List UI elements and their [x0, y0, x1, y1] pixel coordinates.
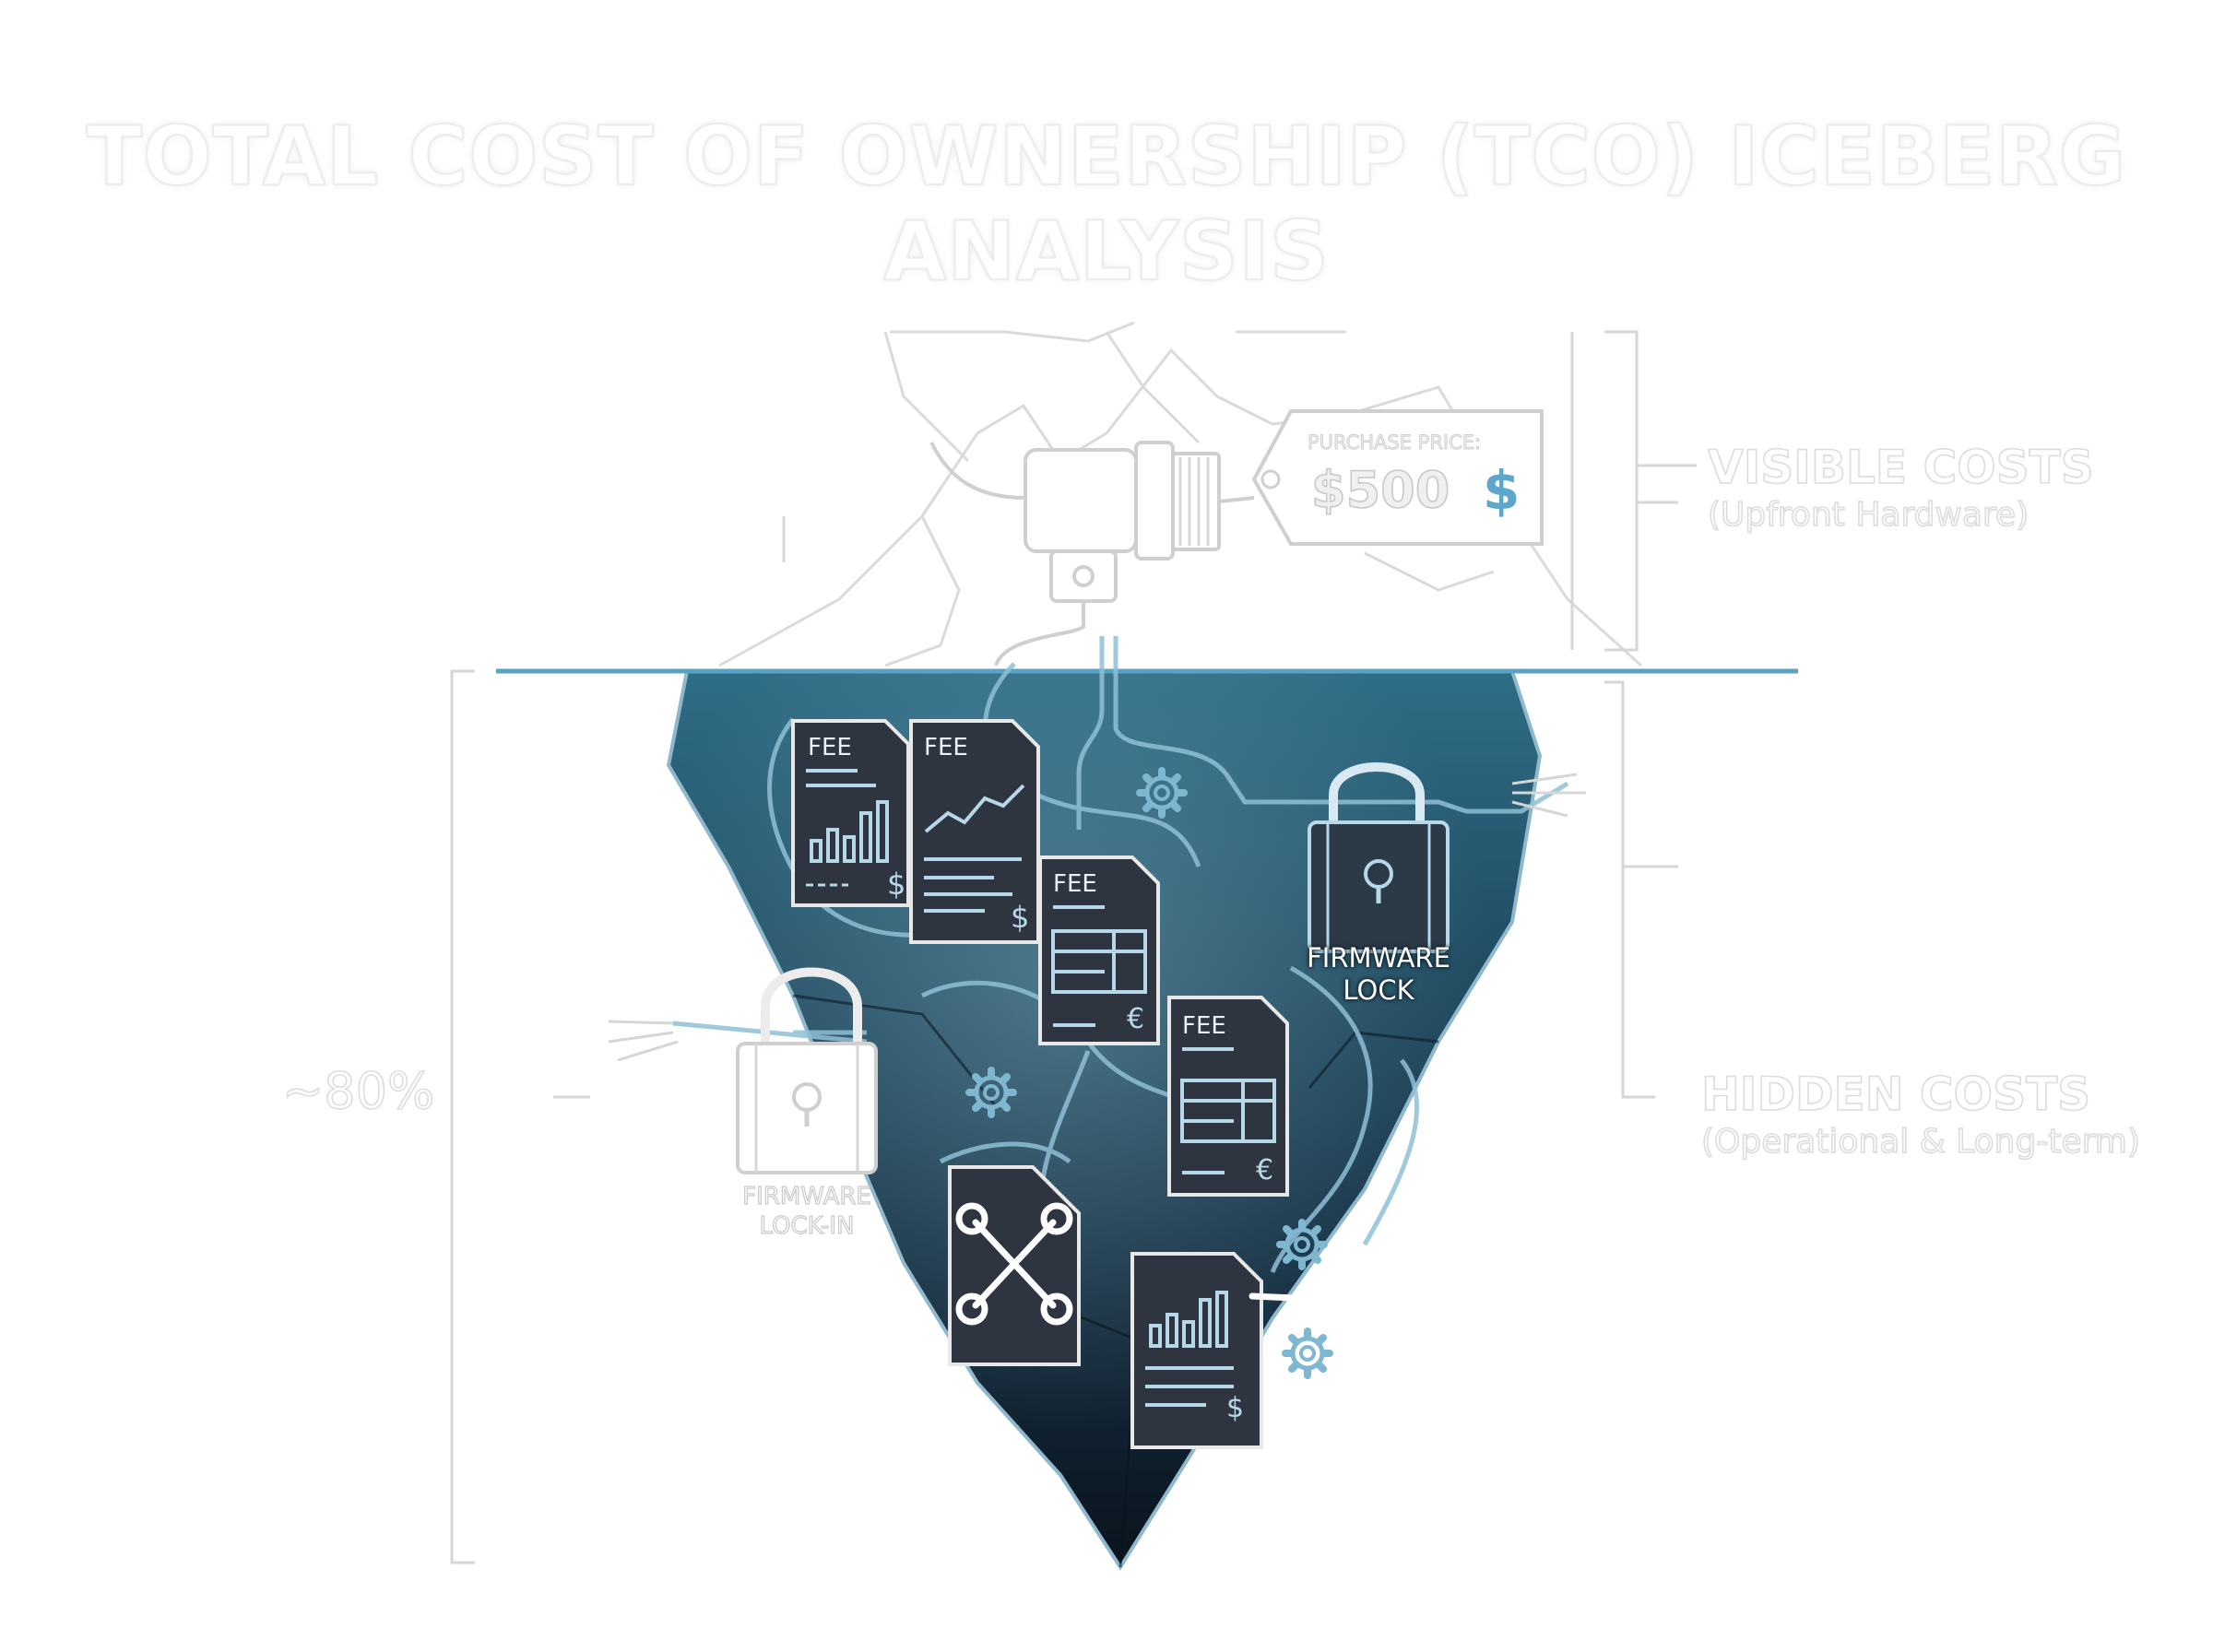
fee-document — [909, 719, 1040, 944]
cable-ends — [608, 773, 1586, 1062]
visible-costs-subheading: (Upfront Hardware) — [1707, 495, 2030, 535]
visible-costs-heading: VISIBLE COSTS — [1707, 440, 2094, 495]
device-illustration — [929, 441, 1255, 667]
document-label: FEE — [808, 734, 852, 761]
wrench-icon — [955, 1202, 1073, 1326]
document-label: FEE — [1053, 870, 1097, 898]
share-bracket — [450, 669, 590, 1564]
firmware-lock-in-caption: FIRMWARE LOCK-IN — [742, 1182, 872, 1240]
currency-icon: € — [1256, 1154, 1274, 1186]
gear-icon — [1285, 1331, 1330, 1375]
wrench-icon — [1249, 1283, 1363, 1316]
firmware-lock-caption: FIRMWARE LOCK — [1307, 942, 1450, 1006]
maintenance-document — [948, 1165, 1081, 1366]
document-label: FEE — [924, 734, 968, 761]
currency-icon: $ — [1226, 1392, 1245, 1424]
hidden-costs-heading: HIDDEN COSTS — [1700, 1067, 2091, 1122]
currency-icon: € — [1127, 1003, 1145, 1035]
visible-costs-bracket — [1570, 330, 1697, 652]
price-tag — [1251, 409, 1544, 546]
dollar-icon: $ — [1483, 459, 1521, 522]
price-tag-label: PURCHASE PRICE: — [1307, 431, 1482, 454]
page-title: TOTAL COST OF OWNERSHIP (TCO) ICEBERG AN… — [86, 108, 2127, 300]
price-tag-amount: $500 — [1310, 460, 1450, 520]
padlock-icon — [1308, 762, 1450, 953]
fee-document — [1038, 856, 1160, 1045]
hidden-costs-share: ~80% — [281, 1061, 435, 1121]
fee-document — [1130, 1252, 1363, 1449]
padlock-icon — [736, 967, 878, 1174]
hidden-costs-subheading: (Operational & Long-term) — [1700, 1122, 2140, 1162]
hidden-costs-bracket — [1604, 680, 1678, 1099]
fee-document — [1167, 996, 1289, 1197]
fee-document — [791, 719, 910, 907]
document-label: FEE — [1182, 1012, 1226, 1040]
currency-icon: $ — [887, 867, 906, 902]
currency-icon: $ — [1011, 900, 1030, 935]
